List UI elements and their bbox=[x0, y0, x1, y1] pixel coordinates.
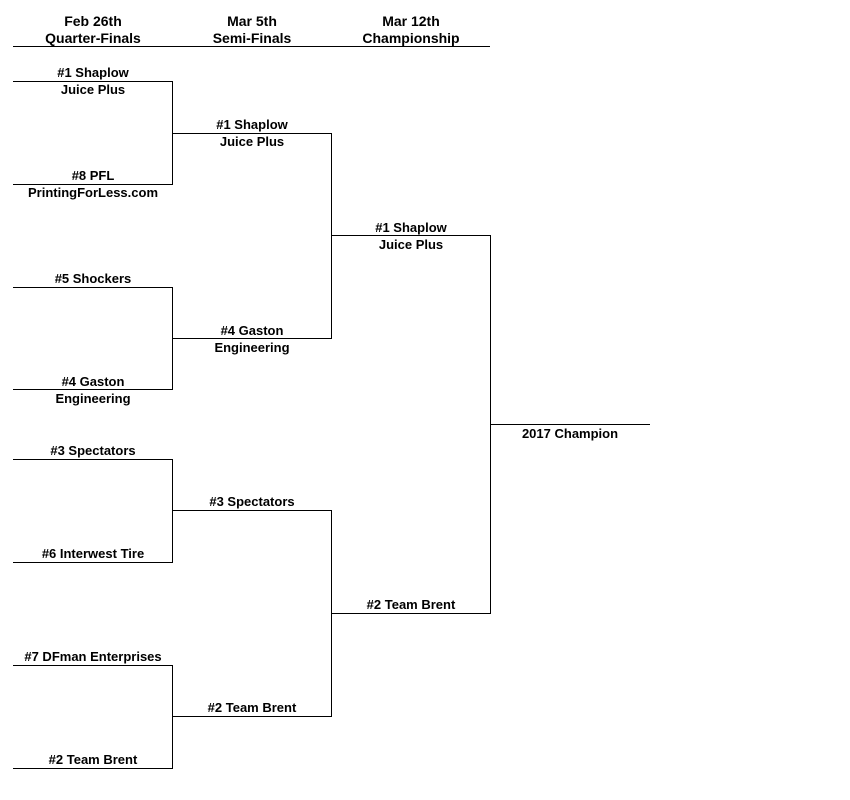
sf-team-3: #3 Spectators bbox=[172, 493, 332, 510]
team-name: #2 Team Brent bbox=[48, 752, 138, 767]
qf-team-8: #2 Team Brent bbox=[13, 751, 173, 768]
sf-team-1: #1 Shaplow Juice Plus bbox=[172, 116, 332, 150]
qf-line-5 bbox=[13, 459, 173, 460]
team-name: #7 DFman Enterprises bbox=[24, 649, 162, 664]
team-name: #2 Team Brent bbox=[207, 700, 297, 715]
qf-line-2 bbox=[13, 184, 173, 185]
sf-team-4: #2 Team Brent bbox=[172, 699, 332, 716]
qf-line-7 bbox=[13, 665, 173, 666]
team-name: #5 Shockers bbox=[54, 271, 132, 286]
qf-team-3: #5 Shockers bbox=[13, 270, 173, 287]
team-sponsor: Engineering bbox=[214, 340, 290, 355]
round-date: Feb 26th bbox=[64, 13, 122, 29]
champion-label: 2017 Champion bbox=[521, 426, 619, 441]
final-line-2 bbox=[331, 613, 491, 614]
qf-line-6 bbox=[13, 562, 173, 563]
team-name: #1 Shaplow bbox=[57, 65, 129, 80]
final-team-2: #2 Team Brent bbox=[331, 596, 491, 613]
team-sponsor: Engineering bbox=[55, 391, 131, 406]
round-header-quarterfinals: Feb 26th Quarter-Finals bbox=[13, 13, 173, 47]
team-sponsor: Juice Plus bbox=[60, 82, 126, 97]
qf-line-8 bbox=[13, 768, 173, 769]
team-name: #1 Shaplow bbox=[216, 117, 288, 132]
qf-team-2: #8 PFL PrintingForLess.com bbox=[13, 167, 173, 201]
round-name: Championship bbox=[362, 30, 460, 46]
round-header-championship: Mar 12th Championship bbox=[331, 13, 491, 47]
final-team-1: #1 Shaplow Juice Plus bbox=[331, 219, 491, 253]
team-sponsor: Juice Plus bbox=[378, 237, 444, 252]
qf-connector-1 bbox=[172, 81, 173, 184]
team-name: #2 Team Brent bbox=[366, 597, 456, 612]
team-name: #8 PFL bbox=[71, 168, 115, 183]
final-line-1 bbox=[331, 235, 491, 236]
team-sponsor: Juice Plus bbox=[219, 134, 285, 149]
round-header-semifinals: Mar 5th Semi-Finals bbox=[172, 13, 332, 47]
team-name: #1 Shaplow bbox=[375, 220, 447, 235]
qf-team-6: #6 Interwest Tire bbox=[13, 545, 173, 562]
team-name: #4 Gaston bbox=[220, 323, 284, 338]
team-name: #3 Spectators bbox=[209, 494, 295, 509]
round-date: Mar 5th bbox=[227, 13, 277, 29]
sf-line-4 bbox=[172, 716, 332, 717]
team-name: #3 Spectators bbox=[50, 443, 136, 458]
sf-line-1 bbox=[172, 133, 332, 134]
team-name: #4 Gaston bbox=[61, 374, 125, 389]
sf-team-2: #4 Gaston Engineering bbox=[172, 322, 332, 356]
qf-line-3 bbox=[13, 287, 173, 288]
champion-line bbox=[490, 424, 650, 425]
qf-team-5: #3 Spectators bbox=[13, 442, 173, 459]
qf-team-4: #4 Gaston Engineering bbox=[13, 373, 173, 407]
round-name: Semi-Finals bbox=[212, 30, 292, 46]
sf-line-2 bbox=[172, 338, 332, 339]
qf-team-7: #7 DFman Enterprises bbox=[13, 648, 173, 665]
team-sponsor: PrintingForLess.com bbox=[27, 185, 159, 200]
round-date: Mar 12th bbox=[382, 13, 440, 29]
qf-line-1 bbox=[13, 81, 173, 82]
header-underline bbox=[13, 46, 490, 47]
team-name: #6 Interwest Tire bbox=[41, 546, 145, 561]
qf-line-4 bbox=[13, 389, 173, 390]
sf-line-3 bbox=[172, 510, 332, 511]
round-name: Quarter-Finals bbox=[45, 30, 141, 46]
qf-team-1: #1 Shaplow Juice Plus bbox=[13, 64, 173, 98]
